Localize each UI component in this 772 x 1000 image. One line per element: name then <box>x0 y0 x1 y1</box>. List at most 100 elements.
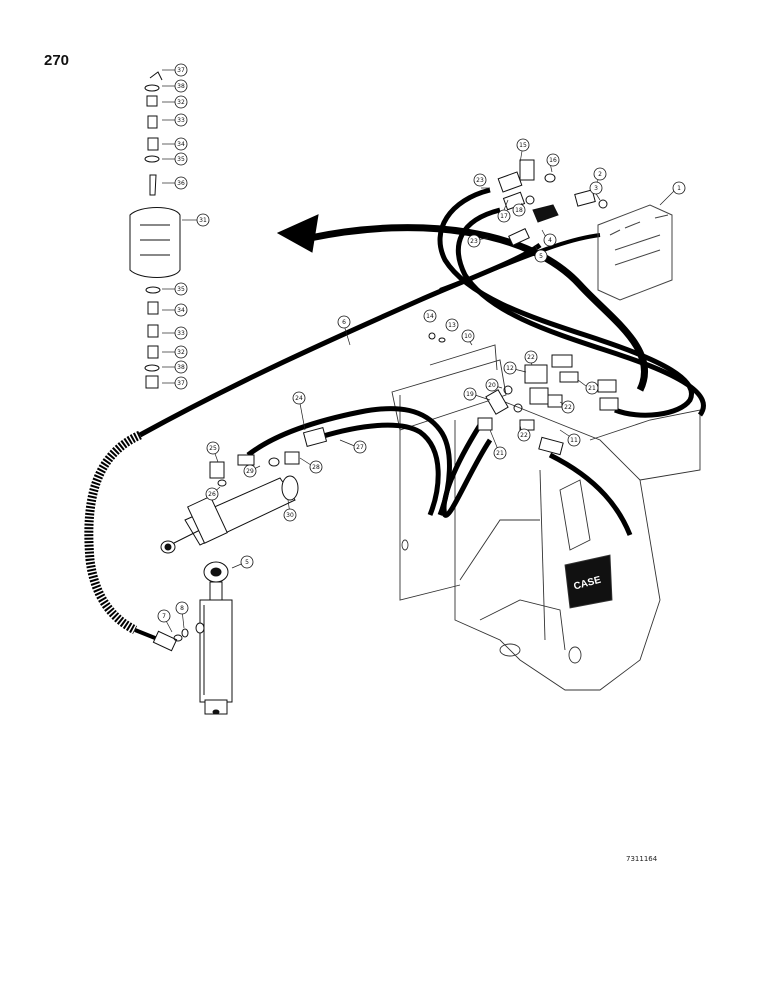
callout-16: 16 <box>546 153 560 167</box>
callout-circle <box>174 345 188 359</box>
callout-circle <box>174 95 188 109</box>
callout-circle <box>206 441 220 455</box>
callout-label: 24 <box>295 395 303 402</box>
callout-28: 28 <box>309 460 323 474</box>
callout-23: 23 <box>467 234 481 248</box>
callout-1: 1 <box>672 181 686 195</box>
callout-21: 21 <box>493 446 507 460</box>
callout-10: 10 <box>461 329 475 343</box>
callout-circle <box>174 282 188 296</box>
callout-label: 22 <box>564 404 572 411</box>
callout-label: 5 <box>539 253 543 260</box>
callout-30: 30 <box>283 508 297 522</box>
callout-circle <box>196 213 210 227</box>
callout-circle <box>561 400 575 414</box>
callout-13: 13 <box>445 318 459 332</box>
callout-circle <box>337 315 351 329</box>
callout-label: 16 <box>549 157 557 164</box>
callout-label: 10 <box>464 333 472 340</box>
callout-37: 37 <box>174 376 188 390</box>
callout-circle <box>174 326 188 340</box>
callout-label: 15 <box>519 142 527 149</box>
callout-circle <box>567 433 581 447</box>
callout-circle <box>353 440 367 454</box>
callout-label: 22 <box>527 354 535 361</box>
callout-label: 28 <box>312 464 320 471</box>
callout-25: 25 <box>206 441 220 455</box>
callout-label: 2 <box>598 171 602 178</box>
callout-label: 37 <box>177 67 185 74</box>
top-fittings <box>497 159 608 246</box>
callout-label: 29 <box>246 468 254 475</box>
callout-14: 14 <box>423 309 437 323</box>
callout-38: 38 <box>174 360 188 374</box>
callout-31: 31 <box>196 213 210 227</box>
callout-32: 32 <box>174 345 188 359</box>
hose-lower-right <box>548 452 633 536</box>
callout-35: 35 <box>174 282 188 296</box>
callout-label: 32 <box>177 99 185 106</box>
callout-11: 11 <box>567 433 581 447</box>
callout-circle <box>543 233 557 247</box>
callout-32: 32 <box>174 95 188 109</box>
valve-spool-assembly <box>129 71 181 389</box>
callout-circle <box>463 387 477 401</box>
callout-17: 17 <box>497 209 511 223</box>
callout-circle <box>493 446 507 460</box>
callout-21: 21 <box>585 381 599 395</box>
callout-label: 21 <box>496 450 504 457</box>
callout-label: 13 <box>448 322 456 329</box>
callout-circle <box>485 378 499 392</box>
callout-12: 12 <box>503 361 517 375</box>
callout-26: 26 <box>205 487 219 501</box>
callout-label: 20 <box>488 382 496 389</box>
flex-hose <box>84 430 142 635</box>
callout-15: 15 <box>516 138 530 152</box>
callout-label: 37 <box>177 380 185 387</box>
callout-34: 34 <box>174 303 188 317</box>
callout-4: 4 <box>543 233 557 247</box>
callout-label: 34 <box>177 141 185 148</box>
callout-label: 25 <box>209 445 217 452</box>
callout-circle <box>546 153 560 167</box>
callout-label: 7 <box>162 613 166 620</box>
callout-label: 30 <box>286 512 294 519</box>
callout-label: 34 <box>177 307 185 314</box>
callout-label: 35 <box>177 286 185 293</box>
callout-18: 18 <box>512 203 526 217</box>
callout-circle <box>174 113 188 127</box>
callout-circle <box>174 152 188 166</box>
swing-cylinder <box>160 475 299 554</box>
hoses-23 <box>437 187 706 418</box>
callout-23: 23 <box>473 173 487 187</box>
drawing-code: 7311164 <box>626 855 658 863</box>
callout-label: 38 <box>177 83 185 90</box>
callout-circle <box>461 329 475 343</box>
callout-label: 5 <box>245 559 249 566</box>
callout-label: 31 <box>199 217 207 224</box>
callout-circle <box>517 428 531 442</box>
lift-cylinder <box>195 561 233 715</box>
callout-label: 35 <box>177 156 185 163</box>
callout-circle <box>534 249 548 263</box>
callout-19: 19 <box>463 387 477 401</box>
callout-36: 36 <box>174 176 188 190</box>
callout-label: 36 <box>177 180 185 187</box>
callout-label: 1 <box>677 185 681 192</box>
callout-circle <box>516 138 530 152</box>
callouts: 3738323334353631353433323837151623171823… <box>157 63 686 623</box>
callout-22: 22 <box>517 428 531 442</box>
callout-29: 29 <box>243 464 257 478</box>
callout-circle <box>524 350 538 364</box>
callout-circle <box>593 167 607 181</box>
callout-label: 33 <box>177 117 185 124</box>
callout-circle <box>157 609 171 623</box>
callout-27: 27 <box>353 440 367 454</box>
callout-label: 27 <box>356 444 364 451</box>
callout-circle <box>473 173 487 187</box>
callout-label: 4 <box>548 237 552 244</box>
callout-6: 6 <box>337 315 351 329</box>
callout-label: 23 <box>470 238 478 245</box>
control-valve <box>597 204 673 301</box>
callout-circle <box>497 209 511 223</box>
